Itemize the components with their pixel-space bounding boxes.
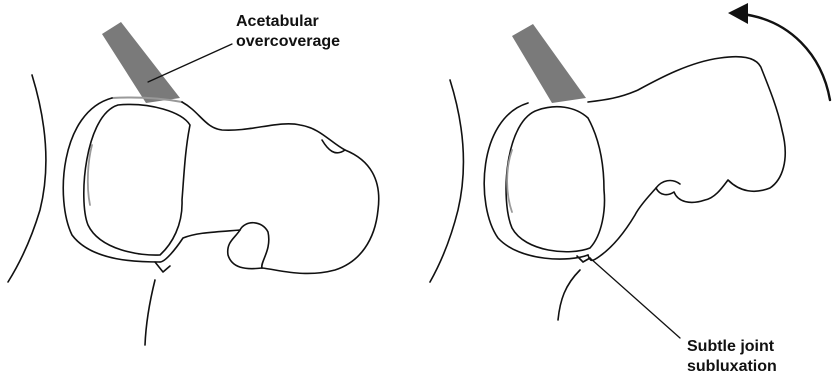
subtle-joint-subluxation-line1: Subtle joint (687, 337, 777, 357)
right-acetabulum-arc (484, 103, 588, 259)
subtle-joint-subluxation-line2: subluxation (687, 357, 777, 377)
right-femoral-head (506, 107, 604, 252)
curved-arrow-icon (728, 3, 830, 100)
right-acetabular-overcoverage (512, 24, 586, 103)
right-pelvis-arc (430, 80, 463, 282)
left-femoral-head (84, 104, 190, 255)
left-pelvis-arc (8, 75, 46, 282)
rotation-arrow-curve (742, 14, 830, 100)
right-label-leader (590, 258, 680, 338)
left-acetabulum-arc (63, 98, 160, 262)
left-lesser-trochanter (240, 223, 269, 268)
acetabular-overcoverage-line2: overcoverage (236, 32, 340, 52)
rotation-arrow-head (728, 3, 748, 24)
right-femur-lower-line (558, 270, 580, 320)
acetabular-overcoverage-line1: Acetabular (236, 12, 340, 32)
left-femur-lower-line (145, 280, 155, 345)
left-label-leader (148, 44, 232, 82)
right-femoral-neck (588, 57, 785, 261)
left-acetabular-overcoverage (102, 22, 180, 103)
right-hip-rotated (430, 24, 785, 338)
acetabular-overcoverage-label: Acetabular overcoverage (236, 12, 340, 52)
subtle-joint-subluxation-label: Subtle joint subluxation (687, 337, 777, 377)
left-hip-neutral (8, 22, 379, 345)
left-femoral-neck (160, 102, 379, 273)
left-inferior-labrum (155, 262, 170, 272)
right-notch-detail (656, 181, 680, 188)
